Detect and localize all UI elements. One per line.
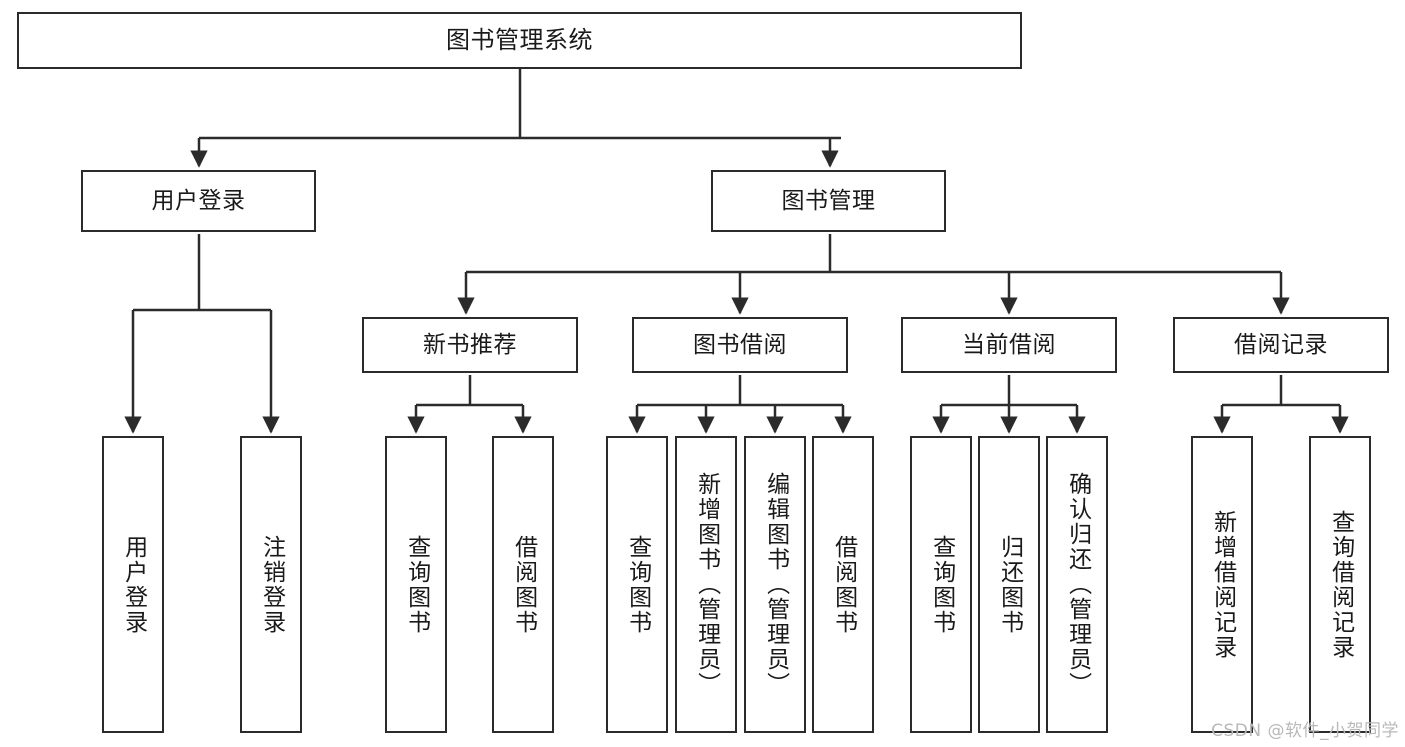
node-label: 用户登录 bbox=[151, 187, 246, 214]
node-label: 查询图书 bbox=[928, 534, 955, 635]
csdn-watermark: CSDN @软件_小贺同学 bbox=[1211, 721, 1399, 741]
node-leaf-logout-login[interactable]: 注销登录 bbox=[240, 436, 302, 733]
node-leaf-add-book[interactable]: 新增图书（管理员） bbox=[675, 436, 737, 733]
node-label: 用户登录 bbox=[120, 534, 147, 635]
node-label: 新增图书（管理员） bbox=[693, 472, 720, 697]
node-label: 编辑图书（管理员） bbox=[762, 472, 789, 697]
node-book-manage[interactable]: 图书管理 bbox=[711, 170, 946, 232]
node-label: 查询图书 bbox=[624, 534, 651, 635]
node-leaf-query-book-2[interactable]: 查询图书 bbox=[606, 436, 668, 733]
node-label: 查询图书 bbox=[403, 534, 430, 635]
node-label: 当前借阅 bbox=[962, 331, 1056, 358]
node-label: 注销登录 bbox=[258, 534, 285, 635]
node-label: 新增借阅记录 bbox=[1209, 509, 1236, 660]
node-leaf-borrow-book-2[interactable]: 借阅图书 bbox=[812, 436, 874, 733]
node-leaf-query-record[interactable]: 查询借阅记录 bbox=[1309, 436, 1371, 733]
node-user-login[interactable]: 用户登录 bbox=[81, 170, 316, 232]
node-label: 新书推荐 bbox=[423, 331, 517, 358]
node-leaf-return-book[interactable]: 归还图书 bbox=[978, 436, 1040, 733]
node-label: 借阅记录 bbox=[1234, 331, 1328, 358]
node-label: 查询借阅记录 bbox=[1327, 509, 1354, 660]
node-book-borrow[interactable]: 图书借阅 bbox=[632, 317, 848, 373]
node-leaf-confirm-return[interactable]: 确认归还（管理员） bbox=[1046, 436, 1108, 733]
node-root-system[interactable]: 图书管理系统 bbox=[17, 12, 1022, 69]
node-label: 图书借阅 bbox=[693, 331, 787, 358]
node-current-borrow[interactable]: 当前借阅 bbox=[901, 317, 1117, 373]
node-label: 图书管理系统 bbox=[446, 25, 593, 54]
node-leaf-borrow-book-1[interactable]: 借阅图书 bbox=[492, 436, 554, 733]
node-label: 确认归还（管理员） bbox=[1064, 472, 1091, 697]
node-label: 图书管理 bbox=[781, 187, 876, 214]
node-leaf-query-book-1[interactable]: 查询图书 bbox=[385, 436, 447, 733]
node-leaf-edit-book[interactable]: 编辑图书（管理员） bbox=[744, 436, 806, 733]
node-label: 归还图书 bbox=[996, 534, 1023, 635]
node-leaf-user-login[interactable]: 用户登录 bbox=[102, 436, 164, 733]
node-borrow-record[interactable]: 借阅记录 bbox=[1173, 317, 1389, 373]
node-label: 借阅图书 bbox=[830, 534, 857, 635]
node-new-book-recommend[interactable]: 新书推荐 bbox=[362, 317, 578, 373]
node-leaf-query-book-3[interactable]: 查询图书 bbox=[910, 436, 972, 733]
node-label: 借阅图书 bbox=[510, 534, 537, 635]
node-leaf-add-record[interactable]: 新增借阅记录 bbox=[1191, 436, 1253, 733]
